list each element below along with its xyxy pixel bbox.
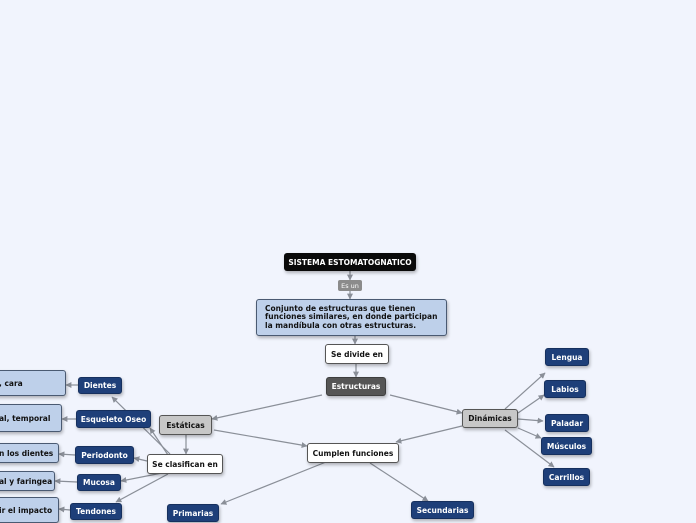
paladar-node[interactable]: Paladar (545, 414, 589, 432)
lengua-node[interactable]: Lengua (545, 348, 589, 366)
se-clasifican-en-node[interactable]: Se clasifican en (147, 454, 223, 474)
relation-label-es-un[interactable]: Es un (338, 280, 362, 291)
edge-cumplen-secundarias (369, 462, 429, 502)
esqueleto-description-node[interactable]: al, temporal (0, 404, 62, 432)
tendones-description-node[interactable]: ir el impacto (0, 497, 59, 523)
definition-node[interactable]: Conjunto de estructuras que tienen funci… (256, 299, 447, 336)
mucosa-node[interactable]: Mucosa (77, 474, 121, 491)
estructuras-node[interactable]: Estructuras (326, 377, 386, 396)
edge-dinamicas-paladar (517, 417, 544, 424)
periodonto-description-node[interactable]: n los dientes (0, 443, 59, 463)
edge-dinamicas-lengua (504, 372, 546, 410)
labios-node[interactable]: Labios (544, 380, 586, 398)
edge-dinamicas-musculos (517, 427, 542, 439)
edge-dinamicas-labios (517, 394, 545, 414)
esqueleto-oseo-node[interactable]: Esqueleto Oseo (76, 410, 151, 428)
edge-cumplen-primarias (220, 461, 327, 505)
secundarias-node[interactable]: Secundarias (411, 501, 474, 519)
edge-clasifican-periodonto (133, 456, 148, 463)
tendones-node[interactable]: Tendones (70, 503, 122, 520)
edge-dinamicas-cumplen (395, 425, 463, 444)
dinamicas-node[interactable]: Dinámicas (462, 409, 518, 428)
dientes-description-node[interactable]: , cara (0, 370, 66, 396)
musculos-node[interactable]: Músculos (541, 437, 592, 455)
primarias-node[interactable]: Primarias (167, 504, 219, 522)
edge-estructuras-estaticas (211, 394, 323, 421)
periodonto-node[interactable]: Periodonto (75, 446, 134, 464)
edge-estructuras-dinamicas (389, 394, 463, 415)
edge-mucosa-cut (54, 478, 78, 485)
edge-periodonto-cut (58, 451, 76, 458)
edge-clasifican-tendones (115, 473, 169, 503)
se-divide-en-node[interactable]: Se divide en (325, 344, 389, 364)
cumplen-funciones-node[interactable]: Cumplen funciones (307, 443, 399, 463)
edge-clasifican-mucosa (120, 472, 163, 483)
mucosa-description-node[interactable]: al y faringea (0, 471, 55, 491)
root-node[interactable]: SISTEMA ESTOMATOGNATICO (284, 253, 416, 271)
edge-clasifican-esqueleto (149, 427, 169, 456)
edge-tendones-cut (58, 506, 71, 513)
carrillos-node[interactable]: Carrillos (543, 468, 590, 486)
edge-dinamicas-carrillos (504, 429, 555, 468)
estaticas-node[interactable]: Estáticas (159, 415, 212, 435)
dientes-node[interactable]: Dientes (78, 377, 122, 394)
edge-estaticas-cumplen (213, 429, 308, 449)
